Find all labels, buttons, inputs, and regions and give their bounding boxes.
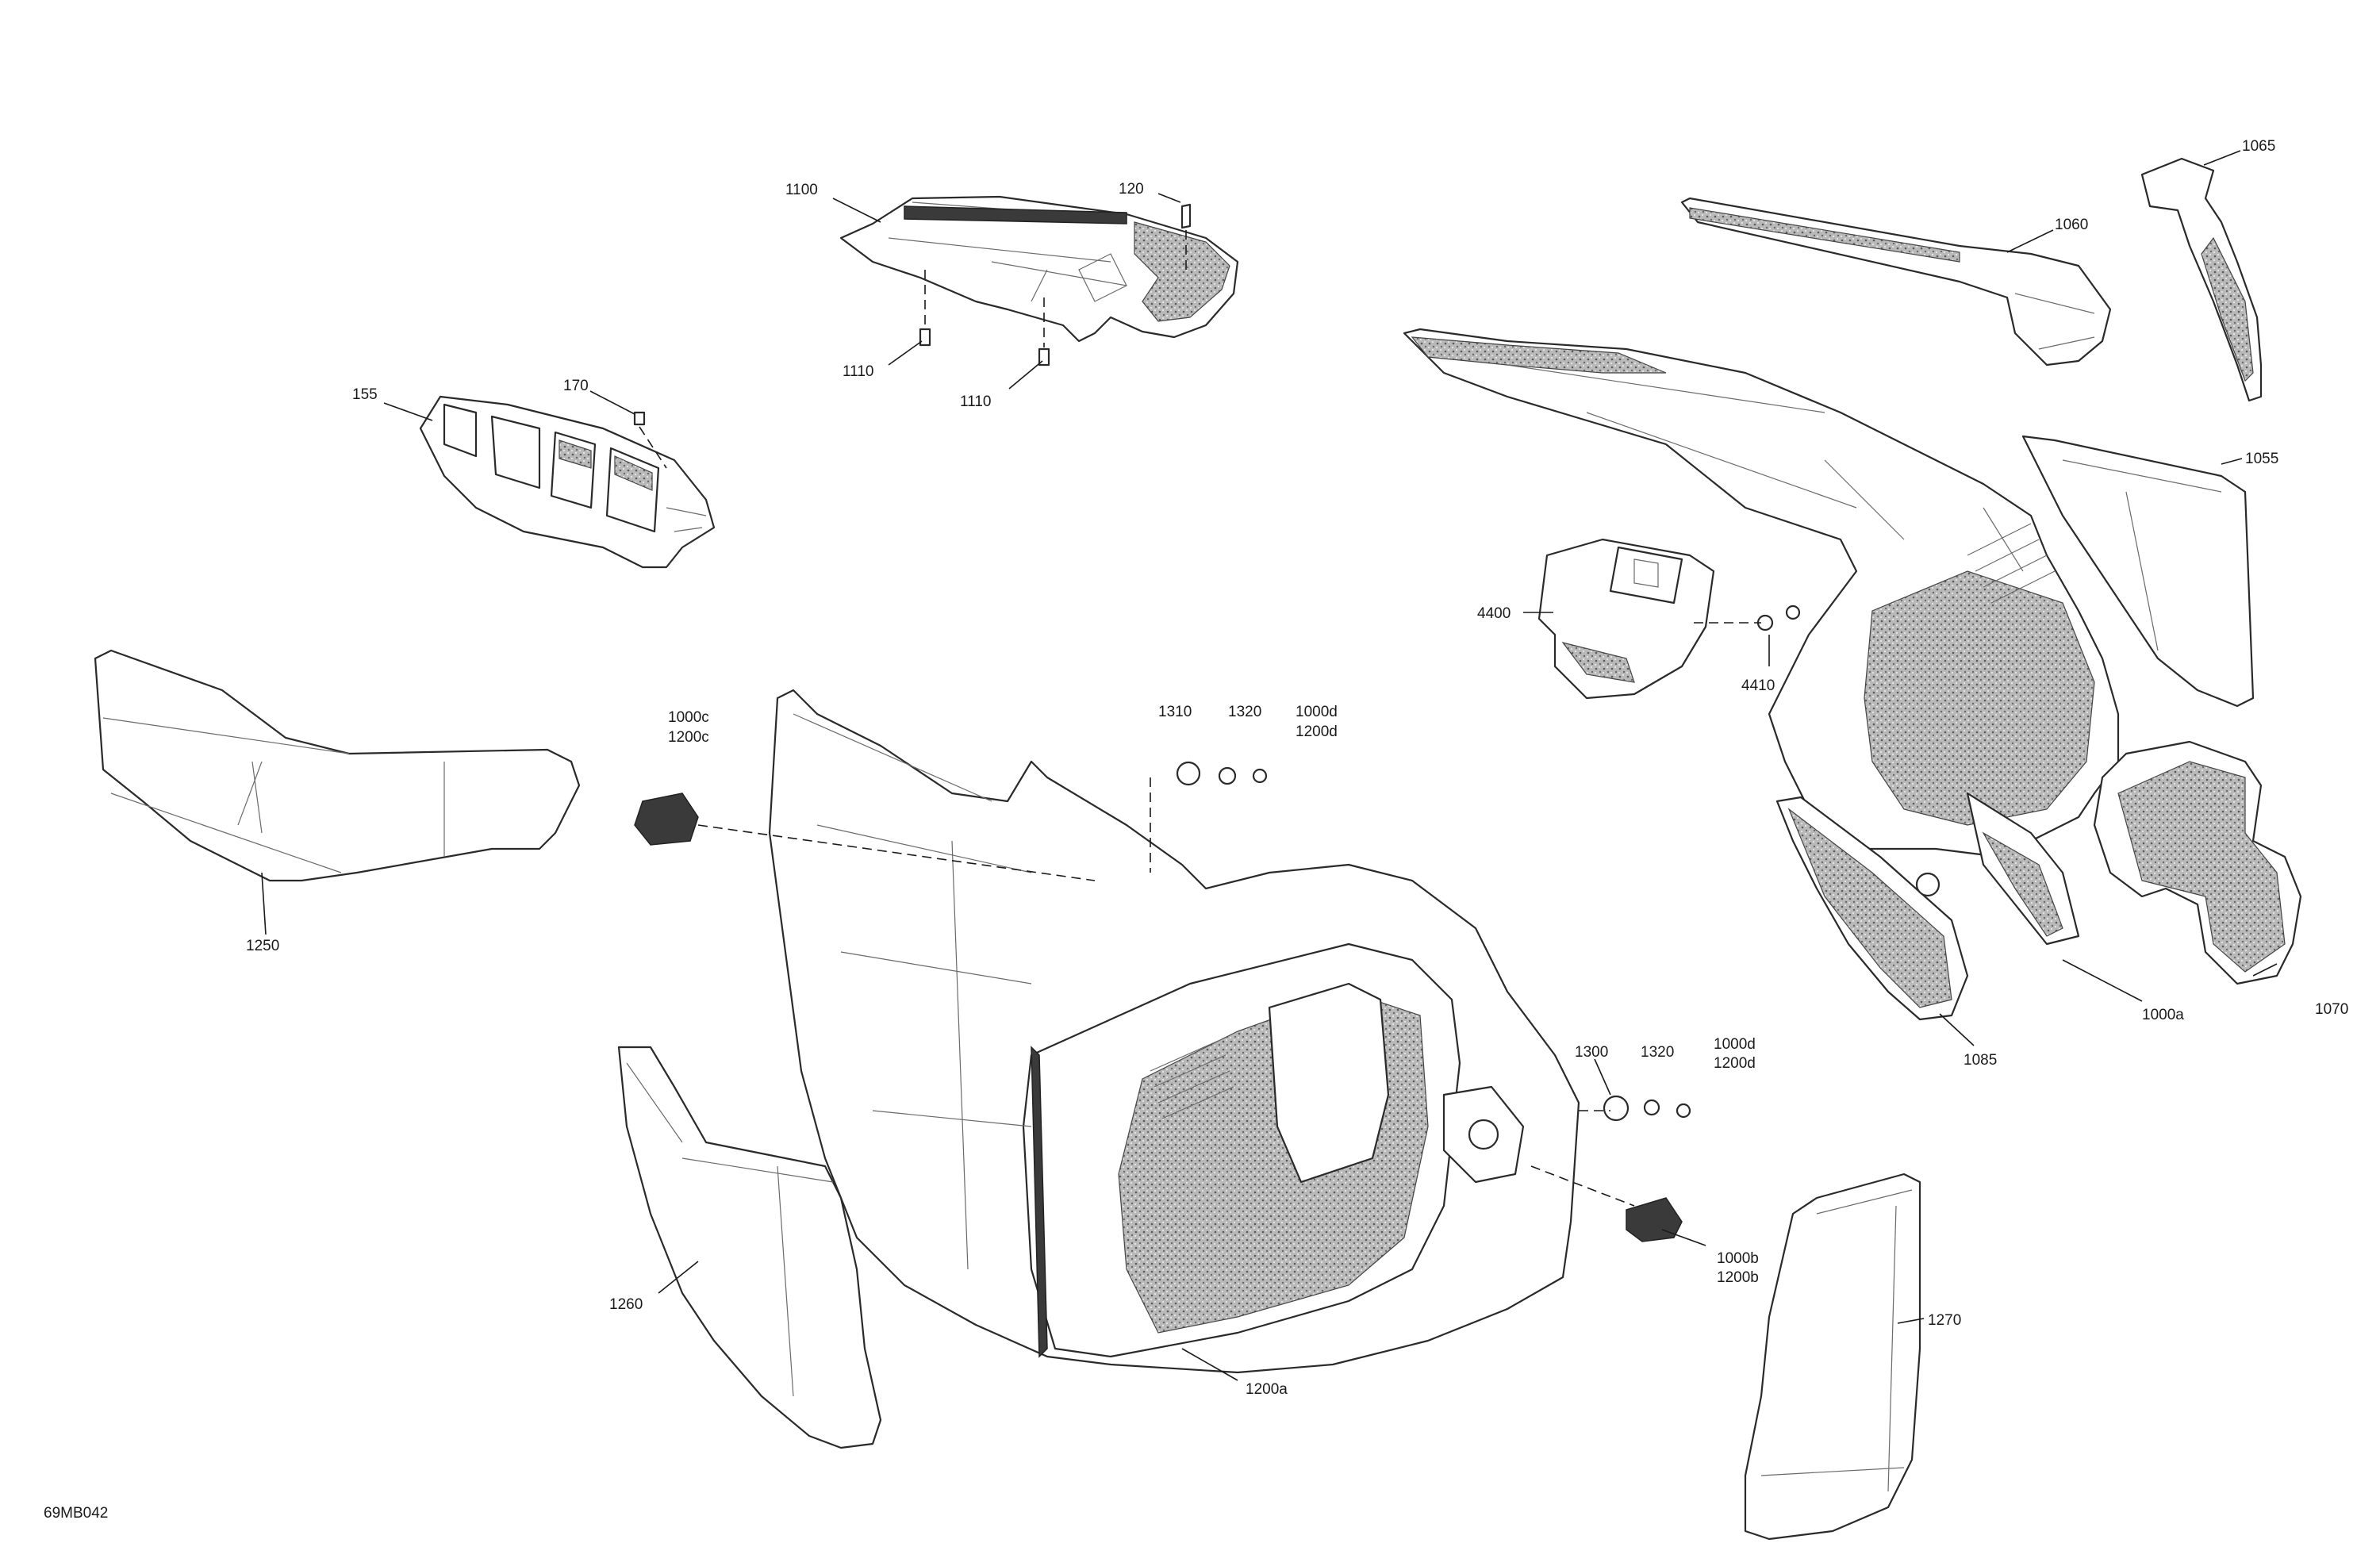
callout-1110-a: 1110 — [843, 363, 873, 380]
part-1000a-body — [1403, 328, 2120, 946]
callout-1320-b: 1320 — [1641, 1044, 1674, 1061]
callout-1000a: 1000a — [2142, 1007, 2184, 1023]
callout-labels: 1100 120 1110 1110 155 170 1060 1065 105… — [44, 138, 2348, 1522]
callout-1060: 1060 — [2055, 217, 2088, 233]
callout-1000d-b: 1000d — [1714, 1036, 1756, 1053]
callout-1200c: 1200c — [668, 729, 709, 746]
part-4400-housing — [1537, 538, 1715, 700]
part-1200a-main-body — [768, 689, 1580, 1374]
part-155-vent-grille — [419, 395, 716, 569]
callout-1200d-a: 1200d — [1296, 724, 1338, 740]
callout-1250: 1250 — [246, 938, 279, 954]
callout-1320-a: 1320 — [1228, 704, 1261, 720]
callout-1000c: 1000c — [668, 709, 709, 726]
assembly-dashed-lines — [639, 230, 1761, 1207]
callout-4410: 4410 — [1741, 677, 1775, 694]
callout-1200a: 1200a — [1246, 1381, 1288, 1398]
callout-1055: 1055 — [2245, 451, 2278, 467]
callout-155: 155 — [352, 386, 378, 403]
callout-1000b: 1000b — [1717, 1250, 1759, 1267]
hardware-fasteners — [633, 203, 1940, 1242]
part-1085-panel — [1775, 796, 1969, 1021]
part-1070-panel — [2093, 740, 2302, 985]
callout-1310: 1310 — [1158, 704, 1192, 720]
part-1055-side-panel — [2021, 435, 2255, 708]
figure-id: 69MB042 — [44, 1505, 108, 1522]
callout-1100: 1100 — [785, 182, 818, 198]
callout-4400: 4400 — [1477, 605, 1511, 622]
callout-120: 120 — [1119, 181, 1144, 198]
part-1250-side-panel — [94, 649, 581, 882]
part-1270-side-panel — [1744, 1173, 1921, 1541]
callout-1070: 1070 — [2315, 1001, 2348, 1018]
callout-1300: 1300 — [1575, 1044, 1608, 1061]
callout-1065: 1065 — [2242, 138, 2275, 155]
part-1065-bracket — [2140, 157, 2263, 402]
callout-leaders — [261, 150, 2278, 1381]
callout-1085: 1085 — [1964, 1052, 1997, 1069]
callout-170: 170 — [563, 378, 589, 394]
callout-1200b: 1200b — [1717, 1269, 1759, 1286]
part-1100-upper-console — [839, 195, 1239, 343]
callout-1110-b: 1110 — [960, 393, 991, 410]
callout-1260: 1260 — [609, 1296, 643, 1313]
callout-1000d-a: 1000d — [1296, 704, 1338, 720]
part-1260-side-panel — [617, 1046, 882, 1449]
part-1060-trim — [1680, 197, 2112, 367]
callout-1200d-b: 1200d — [1714, 1055, 1756, 1072]
callout-1270: 1270 — [1928, 1312, 1961, 1329]
